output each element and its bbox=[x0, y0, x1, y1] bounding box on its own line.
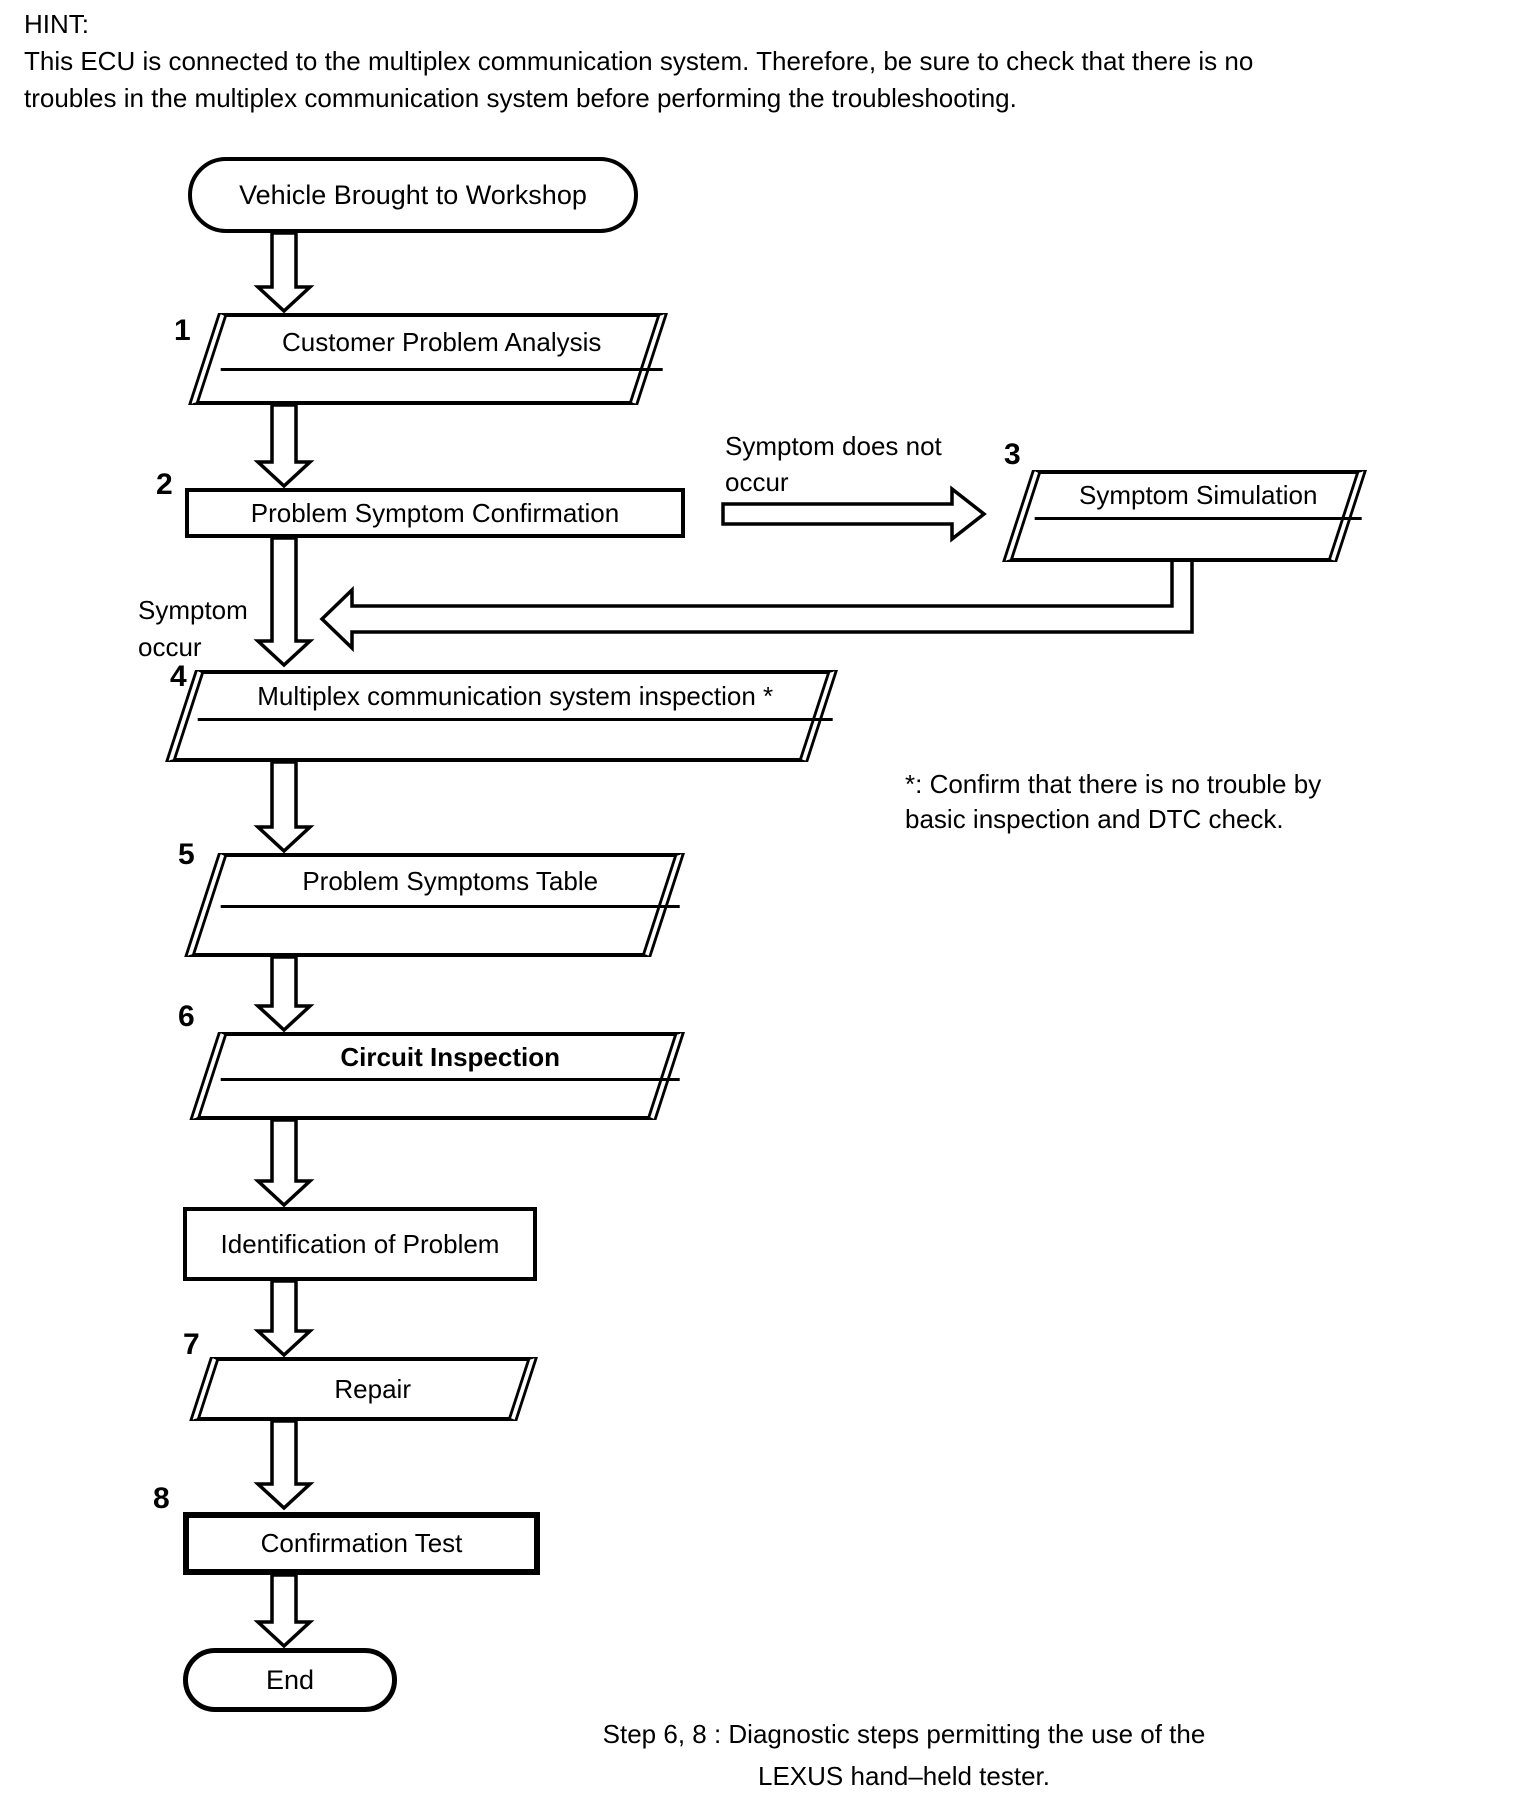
arrow-return-from-simulation bbox=[319, 558, 1194, 653]
step-number-3: 3 bbox=[1004, 438, 1021, 471]
arrow-2-to-4 bbox=[253, 536, 315, 668]
hint-text-line2: troubles in the multiplex communication … bbox=[24, 83, 1017, 113]
step-7-inner: Repair bbox=[219, 1361, 527, 1417]
step-8-confirmation-test: Confirmation Test bbox=[183, 1512, 540, 1575]
step-2-problem-symptom-confirmation: Problem Symptom Confirmation bbox=[185, 488, 685, 538]
step-1-divider bbox=[220, 368, 663, 371]
step-1-inner: Customer Problem Analysis bbox=[220, 317, 663, 401]
step-number-4: 4 bbox=[170, 660, 187, 693]
bottom-note-line2: LEXUS hand–held tester. bbox=[758, 1761, 1050, 1791]
branch-occur-line1: Symptom bbox=[138, 595, 248, 625]
branch-not-occur-line2: occur bbox=[725, 467, 789, 497]
arrow-4-to-5 bbox=[253, 760, 315, 854]
step-4-multiplex-inspection: Multiplex communication system inspectio… bbox=[165, 670, 838, 762]
step-number-2: 2 bbox=[156, 468, 173, 501]
identification-label: Identification of Problem bbox=[220, 1228, 500, 1259]
arrow-5-to-6 bbox=[253, 955, 315, 1033]
footnote-line1: *: Confirm that there is no trouble by bbox=[905, 769, 1322, 799]
step-3-label: Symptom Simulation bbox=[1078, 480, 1318, 510]
step-4-divider bbox=[197, 718, 833, 721]
step-number-5: 5 bbox=[178, 838, 195, 871]
arrow-symptom-not-occur bbox=[721, 485, 987, 543]
arrow-identification-to-7 bbox=[253, 1279, 315, 1358]
start-terminator: Vehicle Brought to Workshop bbox=[188, 157, 638, 233]
step-6-inner: Circuit Inspection bbox=[220, 1036, 680, 1116]
arrow-1-to-2 bbox=[253, 403, 315, 489]
step-5-problem-symptoms-table: Problem Symptoms Table bbox=[184, 853, 685, 957]
step-3-symptom-simulation: Symptom Simulation bbox=[1002, 470, 1367, 562]
end-terminator: End bbox=[183, 1648, 397, 1712]
branch-not-occur-line1: Symptom does not bbox=[725, 431, 942, 461]
step-6-divider bbox=[220, 1078, 680, 1081]
bottom-note-line1: Step 6, 8 : Diagnostic steps permitting … bbox=[602, 1719, 1206, 1749]
arrow-8-to-end bbox=[253, 1573, 315, 1649]
step-3-inner: Symptom Simulation bbox=[1034, 474, 1362, 558]
bottom-note: Step 6, 8 : Diagnostic steps permitting … bbox=[570, 1713, 1238, 1797]
end-label: End bbox=[265, 1664, 315, 1695]
start-label: Vehicle Brought to Workshop bbox=[239, 179, 587, 210]
step-5-divider bbox=[220, 905, 680, 908]
arrow-7-to-8 bbox=[253, 1419, 315, 1511]
footnote-line2: basic inspection and DTC check. bbox=[905, 804, 1284, 834]
step-5-inner: Problem Symptoms Table bbox=[220, 857, 680, 953]
step-4-label: Multiplex communication system inspectio… bbox=[257, 680, 774, 711]
step-7-repair: Repair bbox=[189, 1357, 538, 1421]
step-7-label: Repair bbox=[334, 1373, 411, 1404]
branch-occur-line2: occur bbox=[138, 632, 202, 662]
step-6-label: Circuit Inspection bbox=[340, 1041, 560, 1072]
step-number-8: 8 bbox=[153, 1482, 170, 1515]
step-number-1: 1 bbox=[174, 314, 191, 347]
step-number-7: 7 bbox=[183, 1328, 200, 1361]
step-number-6: 6 bbox=[178, 1000, 195, 1033]
identification-of-problem-box: Identification of Problem bbox=[183, 1207, 537, 1281]
step-5-label: Problem Symptoms Table bbox=[302, 865, 599, 896]
arrow-6-to-identification bbox=[253, 1118, 315, 1208]
hint-title: HINT: bbox=[24, 9, 89, 39]
step-3-divider bbox=[1034, 517, 1362, 520]
arrow-start-to-1 bbox=[253, 231, 315, 314]
hint-text-line1: This ECU is connected to the multiplex c… bbox=[24, 46, 1254, 76]
step-2-label: Problem Symptom Confirmation bbox=[250, 497, 620, 528]
step-4-inner: Multiplex communication system inspectio… bbox=[197, 674, 833, 758]
step-8-label: Confirmation Test bbox=[260, 1528, 463, 1558]
step-1-customer-problem-analysis: Customer Problem Analysis bbox=[188, 313, 668, 405]
step-1-label: Customer Problem Analysis bbox=[282, 327, 602, 357]
step-6-circuit-inspection: Circuit Inspection bbox=[189, 1032, 685, 1120]
